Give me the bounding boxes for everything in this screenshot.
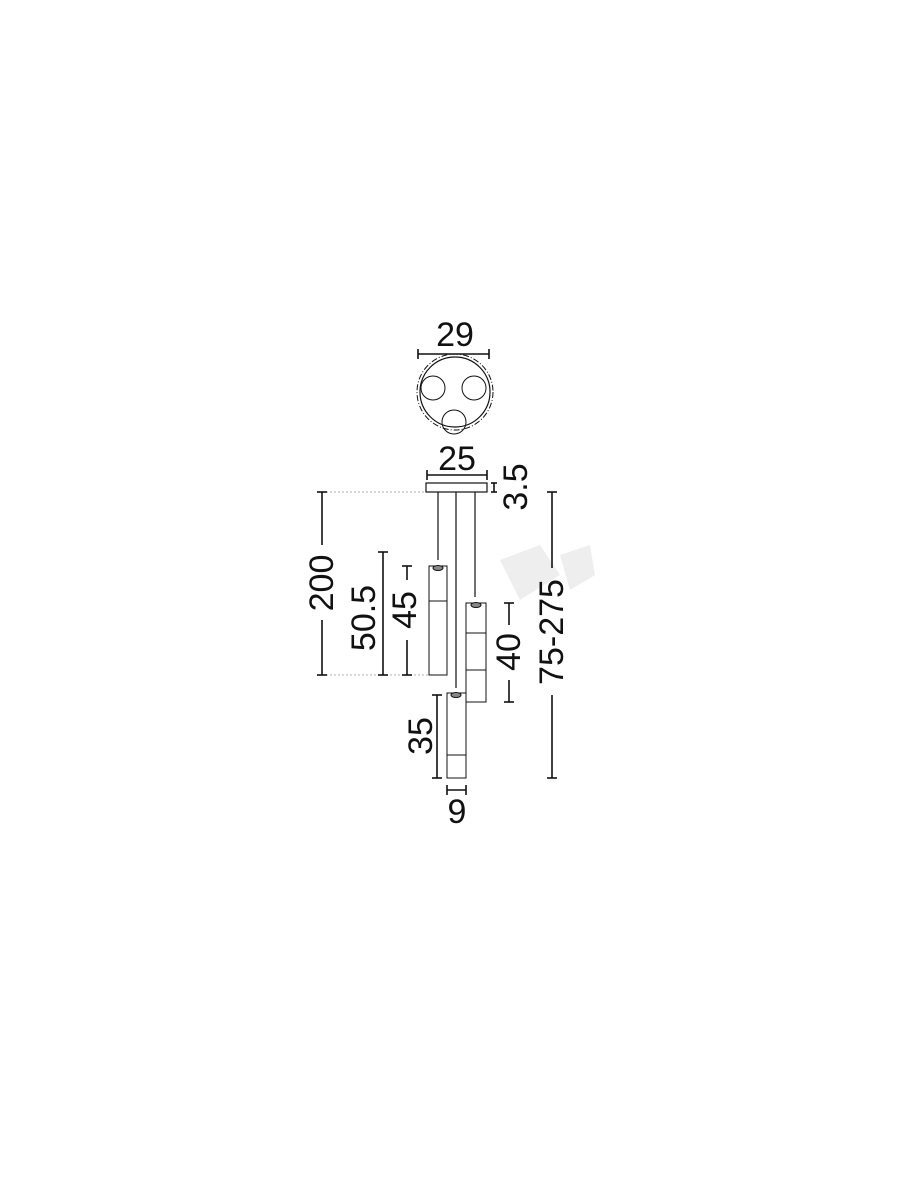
canopy-top-view	[416, 349, 494, 435]
dim-pendant-35: 35	[402, 717, 440, 755]
dim-pendant-45: 45	[386, 591, 424, 629]
watermark-logo	[500, 545, 595, 600]
canopy	[425, 482, 488, 493]
dim-drop-max: 200	[303, 555, 341, 612]
dim-canopy-height: 3.5	[497, 463, 535, 510]
dim-canopy-width: 25	[438, 440, 476, 478]
dim-pendant-diameter: 9	[448, 793, 467, 831]
pendant-2	[465, 602, 487, 703]
dim-pendant-long: 50.5	[345, 585, 383, 651]
dim-total-height: 75-275	[533, 579, 571, 685]
dim-pendant-40: 40	[490, 633, 528, 671]
dim-canopy-diameter: 29	[436, 316, 474, 354]
pendant-3	[446, 692, 467, 779]
pendant-1	[428, 565, 448, 676]
